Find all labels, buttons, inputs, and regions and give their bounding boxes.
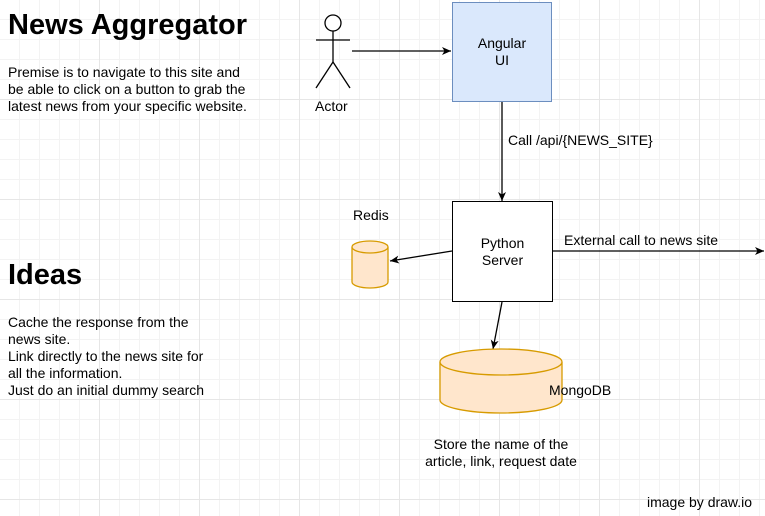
- store-note-line: article, link, request date: [425, 453, 577, 469]
- angular-ui-label-line2: UI: [495, 52, 509, 68]
- ideas-text: Cache the response from the news site. L…: [8, 314, 204, 399]
- title-ideas: Ideas: [8, 259, 83, 291]
- edge-python-to-mongodb[interactable]: [490, 301, 503, 350]
- ideas-line: Just do an initial dummy search: [8, 382, 205, 398]
- premise-text: Premise is to navigate to this site and …: [8, 64, 247, 115]
- python-server-node[interactable]: Python Server: [452, 201, 553, 302]
- angular-ui-node[interactable]: Angular UI: [452, 2, 552, 102]
- actor-left-leg: [315, 61, 334, 89]
- premise-line: latest news from your specific website.: [8, 98, 247, 114]
- edge-label-external-call: External call to news site: [564, 232, 719, 248]
- actor-figure[interactable]: [315, 14, 351, 89]
- premise-line: Premise is to navigate to this site and: [8, 64, 240, 80]
- redis-cylinder[interactable]: [351, 240, 389, 289]
- premise-line: be able to click on a button to grab the: [8, 81, 246, 97]
- actor-right-leg: [332, 61, 351, 89]
- store-note: Store the name of the article, link, req…: [408, 436, 594, 470]
- redis-label: Redis: [353, 207, 389, 223]
- mongodb-label: MongoDB: [549, 382, 612, 398]
- store-note-line: Store the name of the: [433, 436, 569, 452]
- ideas-line: all the information.: [8, 365, 123, 381]
- edge-python-to-redis[interactable]: [389, 250, 453, 264]
- angular-ui-label-line1: Angular: [477, 35, 527, 51]
- edge-label-call-api: Call /api/{NEWS_SITE}: [508, 132, 653, 148]
- ideas-line: news site.: [8, 331, 71, 347]
- python-server-label-line1: Python: [480, 234, 525, 251]
- python-server-label-line2: Server: [481, 251, 524, 268]
- actor-label: Actor: [315, 98, 348, 114]
- ideas-line: Link directly to the news site for: [8, 348, 204, 364]
- actor-head: [324, 14, 342, 32]
- title-news-aggregator: News Aggregator: [8, 9, 248, 41]
- ideas-line: Cache the response from the: [8, 314, 189, 330]
- drawio-watermark: image by draw.io: [647, 494, 753, 510]
- mongodb-cylinder[interactable]: [439, 348, 563, 414]
